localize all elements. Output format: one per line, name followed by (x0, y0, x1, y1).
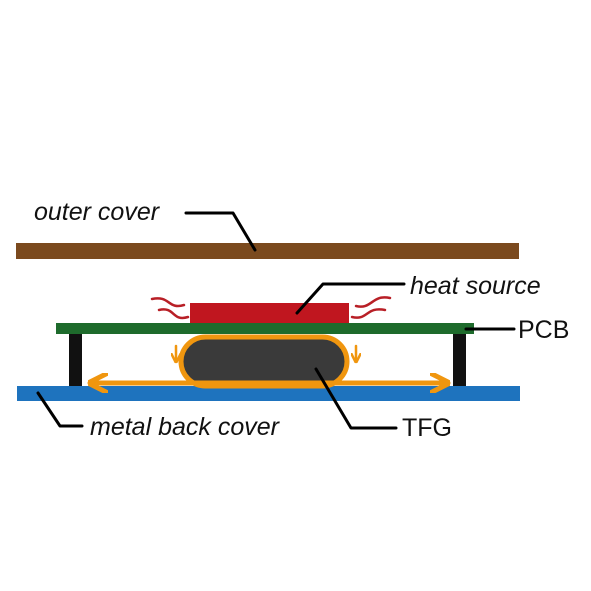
heat-waves-right (350, 296, 392, 319)
tfg-label: TFG (402, 414, 452, 442)
leader-metal-back-cover (36, 391, 84, 428)
metal-back-cover-label: metal back cover (90, 413, 281, 441)
leader-outer-cover (184, 211, 257, 252)
pcb-label: PCB (518, 316, 569, 344)
leader-lines (36, 211, 516, 430)
heat-flow-arrows (87, 344, 451, 383)
outer-cover-layer (16, 243, 519, 259)
left-standoff (69, 334, 82, 386)
right-standoff (453, 334, 466, 386)
heat-waves-left (150, 297, 190, 320)
heat-source-label: heat source (410, 272, 541, 300)
heat-source-chip (190, 303, 349, 325)
leader-tfg (314, 367, 398, 430)
leader-heat-source (295, 282, 406, 315)
outer-cover-label: outer cover (34, 198, 161, 226)
pcb-board (56, 323, 474, 334)
